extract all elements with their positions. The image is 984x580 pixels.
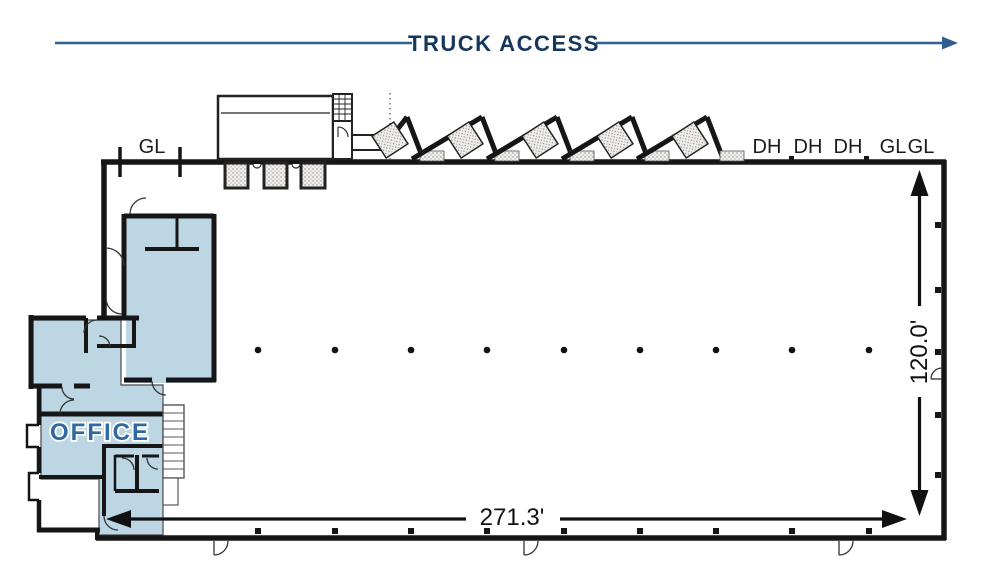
door-arc <box>146 457 159 470</box>
canopy-vestibule <box>332 120 353 160</box>
structural-columns <box>254 346 873 354</box>
dock-pad <box>670 120 710 160</box>
stair-treads <box>163 412 184 470</box>
door-arc <box>105 247 125 267</box>
dim-arrowhead-left <box>106 510 131 528</box>
dock-pad <box>520 120 560 160</box>
truck-access-route: TRUCK ACCESS <box>55 31 958 56</box>
dock-ramp-wall <box>629 116 650 157</box>
building-outer-walls <box>25 159 947 541</box>
office-label: OFFICE <box>50 419 150 446</box>
door-nub <box>252 163 262 169</box>
grade-ramps <box>223 161 327 190</box>
canopy-outline <box>216 94 335 161</box>
column-dot <box>865 346 873 354</box>
grade-ramp <box>299 161 327 190</box>
door-arc <box>129 197 147 215</box>
dock-canopy <box>216 93 391 161</box>
wall-nub <box>935 472 941 478</box>
width-dimension-label: 271.3' <box>480 504 545 531</box>
gl-door-label-left: GL <box>139 136 166 158</box>
dim-arrowhead-right <box>882 510 907 528</box>
wall-nub <box>255 528 261 534</box>
wall-nub <box>713 528 719 534</box>
wall-nub <box>789 528 795 534</box>
column-wall-nubs <box>255 222 941 534</box>
stairs-outline <box>162 404 185 479</box>
wall-nub <box>484 528 490 534</box>
column-dot <box>483 346 491 354</box>
door-arc <box>105 297 123 315</box>
entry-recess <box>25 423 39 449</box>
column-dot <box>407 346 415 354</box>
wall-nub <box>935 287 941 293</box>
dock-ramp-wall <box>479 116 500 157</box>
door-arc <box>61 386 75 400</box>
width-dimension: 271.3' <box>106 504 907 531</box>
entry-recess <box>27 471 39 502</box>
dock-leveler <box>719 150 745 162</box>
wall-nub <box>561 528 567 534</box>
dim-arrowhead-down <box>910 490 929 516</box>
column-dot <box>254 346 262 354</box>
door-arc <box>83 319 98 334</box>
door-arc <box>930 367 943 380</box>
wall-nub <box>637 528 643 534</box>
wall-nub <box>408 528 414 534</box>
column-dot <box>331 346 339 354</box>
door-nub <box>291 163 301 169</box>
stairs-landing <box>162 477 179 506</box>
office-area-fill <box>32 218 212 536</box>
column-dot <box>560 346 568 354</box>
dock-ramp-wall <box>554 116 575 157</box>
office-upper-room-fill <box>126 218 212 383</box>
door-arc <box>59 399 75 415</box>
height-dimension: 120.0' <box>906 170 933 516</box>
wall-nub <box>935 412 941 418</box>
dock-label-gl-1: GL <box>880 136 907 158</box>
wall-nub <box>866 528 872 534</box>
door-swings <box>59 197 943 556</box>
grade-ramp <box>223 161 250 190</box>
grade-ramp <box>262 161 289 190</box>
wall-nub <box>935 222 941 228</box>
wall-nub <box>332 528 338 534</box>
door-arc <box>151 380 167 396</box>
door-arc <box>523 540 539 556</box>
door-arc <box>121 457 135 471</box>
dock-pad <box>445 120 485 160</box>
column-dot <box>712 346 720 354</box>
wall-nub <box>864 156 869 161</box>
dock-label-dh-3: DH <box>834 136 863 158</box>
height-dimension-label: 120.0' <box>906 320 933 385</box>
dock-label-dh-2: DH <box>794 136 823 158</box>
door-arc <box>213 540 229 556</box>
canopy-door-arc <box>337 126 349 138</box>
dim-arrowhead-up <box>910 170 929 196</box>
truck-access-label: TRUCK ACCESS <box>408 31 600 56</box>
canopy-stair-box <box>332 93 353 122</box>
dock-ramp-wall <box>404 116 425 157</box>
dock-label-gl-2: GL <box>908 136 935 158</box>
wall-nub <box>935 349 941 355</box>
dock-ramp-wall <box>704 116 725 157</box>
column-dot <box>636 346 644 354</box>
door-arc <box>98 335 111 348</box>
canopy-stair-hatch <box>334 95 351 120</box>
wall-nub <box>789 156 794 161</box>
stairs <box>162 404 185 506</box>
truck-access-arrow-icon <box>942 36 958 50</box>
door-arc <box>103 515 119 531</box>
dock-pad <box>595 120 635 160</box>
wall-marks <box>118 147 869 177</box>
door-arc <box>838 540 854 556</box>
column-dot <box>788 346 796 354</box>
sawtooth-dock-doors <box>370 114 745 162</box>
dock-label-dh-1: DH <box>753 136 782 158</box>
dock-pad <box>370 120 410 160</box>
